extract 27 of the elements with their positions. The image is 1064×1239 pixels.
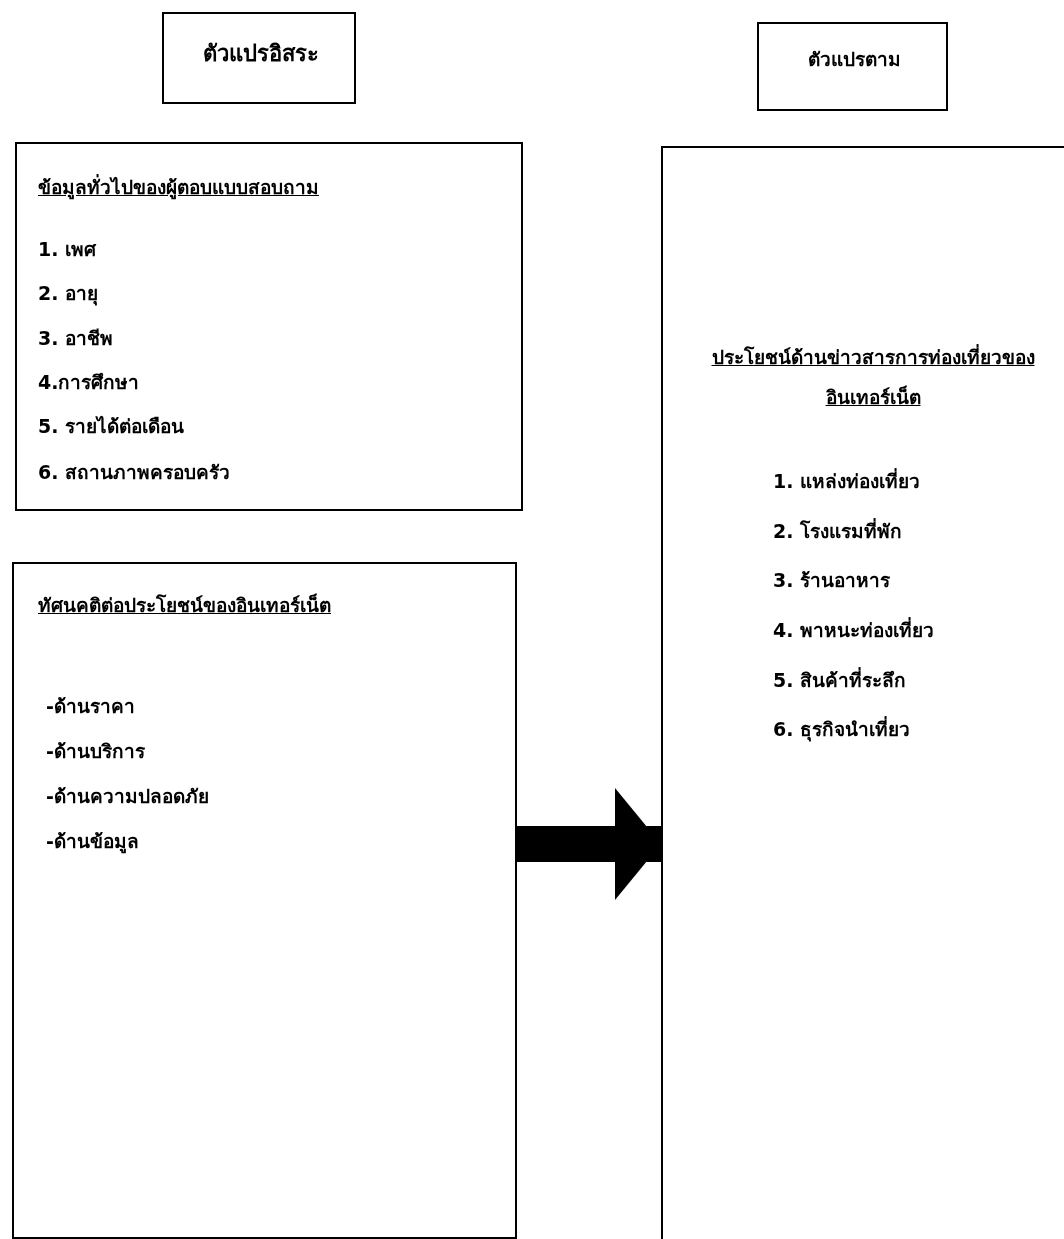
box-heading: ข้อมูลทั่วไปของผู้ตอบแบบสอบถาม: [38, 173, 319, 202]
box-heading: ประโยชน์ด้านข่าวสารการท่องเที่ยวของอินเทอร์เน็ต: [710, 343, 1036, 410]
box-heading: ทัศนคติต่อประโยชน์ของอินเทอร์เน็ต: [38, 592, 331, 618]
list-item: -ด้านความปลอดภัย: [46, 784, 209, 809]
list-item: 1. แหล่งท่องเที่ยว: [773, 467, 921, 494]
heading-box: [757, 22, 948, 111]
list-item: 6. ธุรกิจนำเที่ยว: [773, 715, 911, 744]
list-item: 2. โรงแรมที่พัก: [773, 517, 903, 544]
list-item: -ด้านข้อมูล: [46, 829, 139, 856]
list-item: -ด้านราคา: [46, 694, 135, 719]
list-item: -ด้านบริการ: [46, 739, 145, 764]
list-item: 4. พาหนะท่องเที่ยว: [773, 616, 935, 643]
heading-box: [162, 12, 356, 104]
variable-box: [15, 142, 523, 511]
list-item: 3. อาชีพ: [38, 326, 114, 351]
block-arrow: [517, 788, 661, 900]
box-title: ตัวแปรตาม: [807, 47, 902, 72]
list-item: 3. ร้านอาหาร: [773, 568, 891, 593]
list-item: 5. รายได้ต่อเดือน: [38, 414, 185, 439]
list-item: 1. เพศ: [38, 237, 97, 262]
box-title: ตัวแปรอิสระ: [202, 40, 320, 68]
list-item: 6. สถานภาพครอบครัว: [38, 460, 231, 485]
list-item: 4.การศึกษา: [38, 370, 140, 395]
variable-box: [12, 562, 517, 1239]
list-item: 5. สินค้าที่ระลึก: [773, 666, 907, 693]
variable-box: [661, 146, 1064, 1239]
list-item: 2. อายุ: [38, 281, 99, 308]
